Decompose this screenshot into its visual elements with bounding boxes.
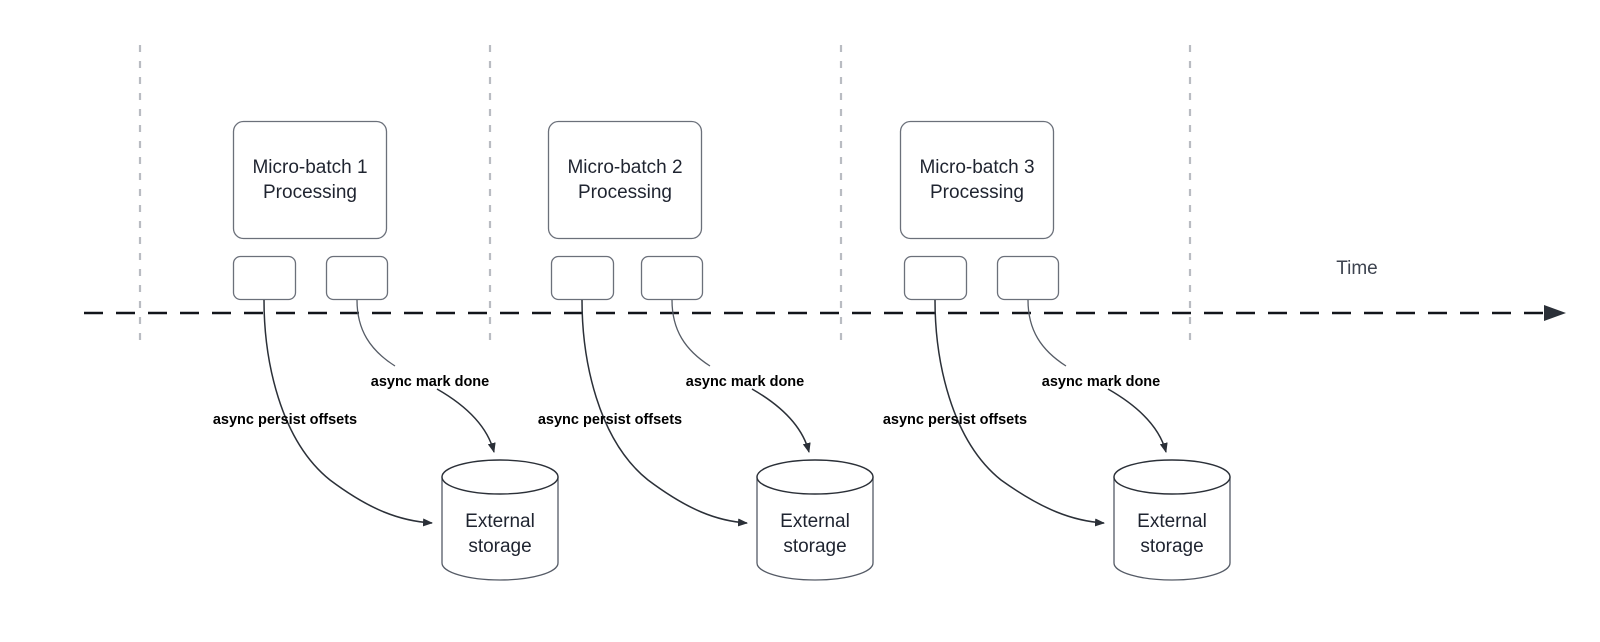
async-mark-done-label-2: async mark done [686, 374, 804, 390]
micro-batch-group-1: Micro-batch 1 Processing External storag… [213, 120, 559, 581]
external-storage-label-3-line1: External [1137, 511, 1207, 532]
async-mark-done-edge-1-tail [436, 388, 496, 453]
async-mark-done-edge-1 [356, 299, 396, 367]
micro-batch-box-2-line1: Micro-batch 2 [567, 157, 682, 178]
cylinder-top-1 [441, 459, 559, 495]
time-axis-label: Time [1336, 258, 1378, 279]
external-storage-cylinder-3[interactable]: External storage [1113, 459, 1231, 581]
async-persist-offsets-edge-1 [263, 299, 433, 527]
mark-done-tick-3[interactable] [996, 255, 1060, 301]
async-mark-done-edge-3-tail [1107, 388, 1168, 453]
async-mark-done-edge-2 [671, 299, 711, 367]
cylinder-body-2 [756, 476, 874, 581]
external-storage-cylinder-1[interactable]: External storage [441, 459, 559, 581]
external-storage-label-1-line1: External [465, 511, 535, 532]
external-storage-cylinder-2[interactable]: External storage [756, 459, 874, 581]
cylinder-body-1 [441, 476, 559, 581]
micro-batch-box-3-line1: Micro-batch 3 [919, 157, 1034, 178]
cylinder-body-3 [1113, 476, 1231, 581]
micro-batch-group-3: Micro-batch 3 Processing External storag… [883, 120, 1231, 581]
time-axis-arrowhead [1544, 305, 1566, 321]
micro-batch-box-1-line1: Micro-batch 1 [252, 157, 367, 178]
cylinder-top-2 [756, 459, 874, 495]
async-persist-offsets-edge-2 [581, 299, 748, 527]
async-mark-done-label-1: async mark done [371, 374, 489, 390]
cylinder-top-3 [1113, 459, 1231, 495]
micro-batch-box-1[interactable] [232, 120, 388, 240]
external-storage-label-2-line2: storage [783, 536, 846, 557]
mark-done-tick-1[interactable] [325, 255, 389, 301]
micro-batch-box-1-line2: Processing [263, 182, 357, 203]
offset-commit-tick-1[interactable] [232, 255, 297, 301]
external-storage-label-2-line1: External [780, 511, 850, 532]
vertical-dividers [138, 45, 1192, 340]
async-mark-done-edge-2-tail [751, 388, 811, 453]
micro-batch-box-3[interactable] [899, 120, 1055, 240]
time-axis: Time [84, 258, 1566, 321]
async-persist-offsets-label-3: async persist offsets [883, 412, 1027, 428]
async-persist-offsets-label-1: async persist offsets [213, 412, 357, 428]
micro-batch-group-2: Micro-batch 2 Processing External storag… [538, 120, 874, 581]
mark-done-tick-2[interactable] [640, 255, 704, 301]
micro-batch-box-3-line2: Processing [930, 182, 1024, 203]
async-persist-offsets-edge-3 [934, 299, 1105, 527]
async-persist-offsets-label-2: async persist offsets [538, 412, 682, 428]
micro-batch-box-2[interactable] [547, 120, 703, 240]
async-mark-done-edge-3 [1027, 299, 1067, 367]
external-storage-label-3-line2: storage [1140, 536, 1203, 557]
offset-commit-tick-3[interactable] [903, 255, 968, 301]
external-storage-label-1-line2: storage [468, 536, 531, 557]
micro-batch-box-2-line2: Processing [578, 182, 672, 203]
offset-commit-tick-2[interactable] [550, 255, 615, 301]
async-mark-done-label-3: async mark done [1042, 374, 1160, 390]
